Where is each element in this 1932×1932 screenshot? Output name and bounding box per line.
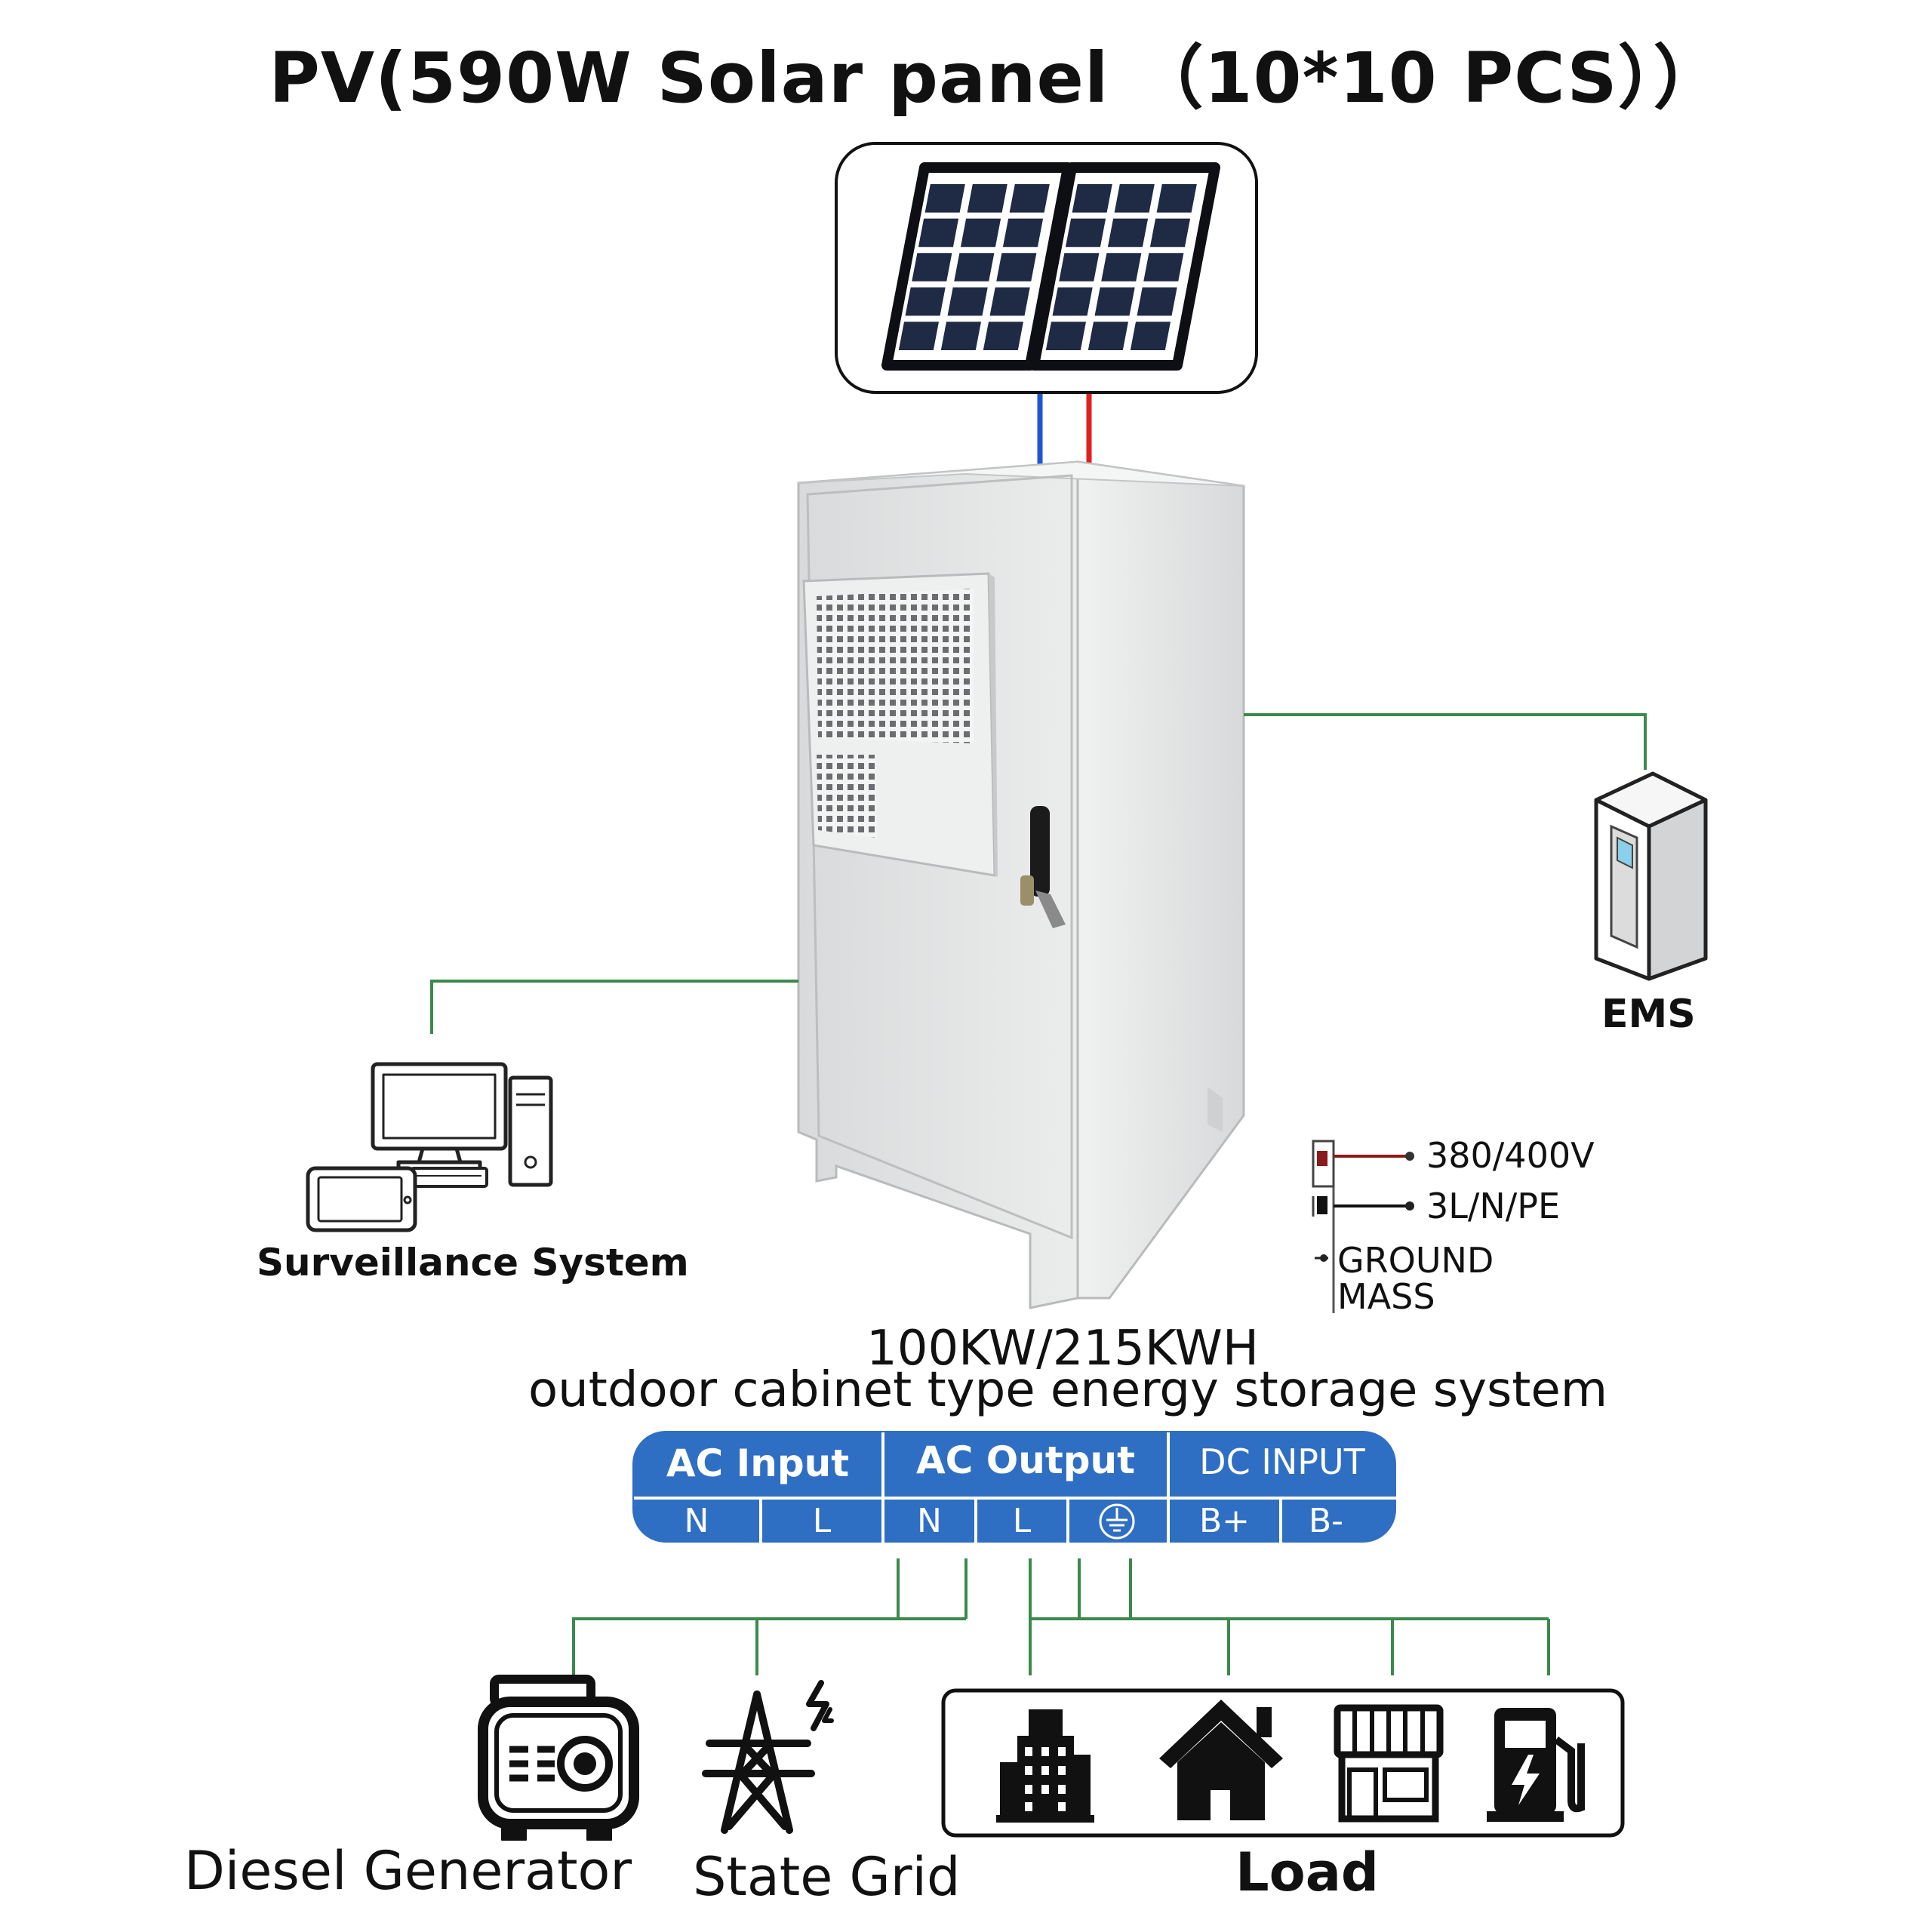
solar-cell (1002, 218, 1044, 248)
terminal-ac-input-l: L (812, 1502, 832, 1540)
solar-cell (1094, 287, 1135, 316)
terminal-group-ac-output: AC Output (915, 1438, 1136, 1482)
solar-cell (940, 321, 981, 350)
solar-cell (989, 287, 1030, 316)
solar-cell (1059, 253, 1100, 281)
solar-cell (1156, 184, 1197, 213)
solar-cell (1052, 287, 1093, 316)
solar-cell (1009, 184, 1050, 213)
solar-cell (924, 184, 965, 213)
solar-panel-icon (881, 162, 1073, 371)
wire-legend (1312, 1140, 1414, 1313)
house-icon (1159, 1700, 1283, 1820)
legend-mass: MASS (1337, 1276, 1435, 1317)
terminal-group-ac-input: AC Input (666, 1441, 850, 1485)
ev-charger-icon (1487, 1708, 1585, 1822)
energy-storage-cabinet (797, 460, 1245, 1309)
solar-panel-icon (1029, 162, 1220, 371)
terminal-ac-output-l: L (1012, 1502, 1032, 1540)
solar-cell (954, 253, 995, 281)
solar-cell (1101, 253, 1142, 281)
legend-voltage: 380/400V (1426, 1135, 1595, 1176)
solar-cell (1088, 321, 1128, 350)
legend-phases: 3L/N/PE (1426, 1186, 1561, 1226)
terminal-group-dc-input: DC INPUT (1199, 1441, 1365, 1482)
terminal-dc-b-plus: B+ (1198, 1502, 1251, 1540)
load-group (941, 1688, 1625, 1838)
air-conditioner-unit (802, 572, 998, 877)
solar-cell (1137, 287, 1177, 316)
solar-cell (983, 321, 1023, 350)
pv-array (835, 142, 1258, 394)
solar-cell (1114, 184, 1155, 213)
load-label: Load (1235, 1841, 1380, 1903)
earth-ground-icon (1099, 1503, 1135, 1540)
terminal-dc-b-minus: B- (1308, 1502, 1344, 1540)
state-grid-label: State Grid (693, 1846, 961, 1908)
solar-cell (898, 321, 939, 350)
solar-cell (967, 184, 1008, 213)
ems-server-icon (1594, 771, 1708, 981)
surveillance-label: Surveillance System (257, 1241, 689, 1284)
surveillance-computer-icon (306, 1062, 553, 1232)
power-tower-icon (702, 1680, 834, 1834)
building-icon (996, 1709, 1094, 1823)
solar-cell (1149, 218, 1191, 248)
solar-cell (996, 253, 1037, 281)
solar-cell (1045, 321, 1086, 350)
terminal-ac-output-n: N (917, 1502, 942, 1540)
solar-cell (1072, 184, 1112, 213)
diagram-title: PV(590W Solar panel （10*10 PCS）） (269, 38, 1724, 118)
system-description: outdoor cabinet type energy storage syst… (528, 1362, 1608, 1418)
door-handle-icon (1020, 806, 1066, 928)
solar-cell (1130, 321, 1171, 350)
solar-cell (947, 287, 988, 316)
solar-cell (1143, 253, 1184, 281)
solar-cell (1107, 218, 1149, 248)
solar-cell (905, 287, 946, 316)
ems-label: EMS (1601, 992, 1696, 1037)
legend-ground: GROUND (1337, 1240, 1494, 1281)
system-rating: 100KW/215KWH (866, 1321, 1259, 1377)
diesel-generator-icon (478, 1675, 639, 1841)
terminal-block (632, 1431, 1396, 1543)
solar-cell (960, 218, 1001, 248)
solar-cell (1065, 218, 1106, 248)
signal-wires (430, 713, 1647, 1675)
diesel-generator-label: Diesel Generator (184, 1840, 632, 1902)
solar-cell (912, 253, 952, 281)
terminal-ac-input-n: N (684, 1502, 709, 1540)
shop-icon (1334, 1704, 1444, 1823)
solar-cell (918, 218, 959, 248)
terminal-block-body (632, 1431, 1396, 1543)
